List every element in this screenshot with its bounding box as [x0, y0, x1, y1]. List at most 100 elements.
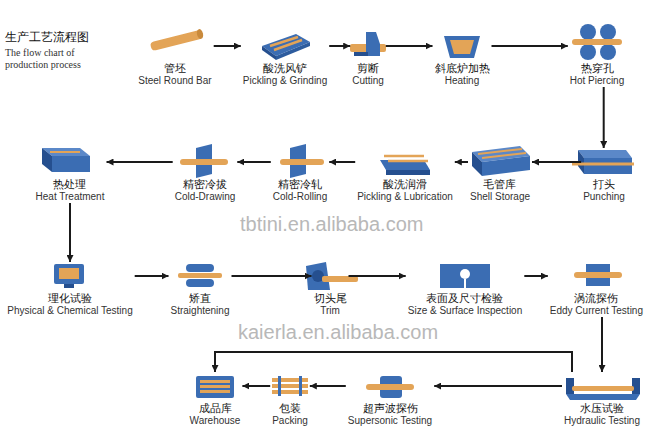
step-name-zh: 热处理 [36, 178, 105, 191]
process-step: 打头Punching [581, 148, 627, 203]
process-step: 超声波探伤Supersonic Testing [346, 372, 434, 427]
process-step: 表面及尺寸检验Size & Surface Inspection [406, 262, 525, 317]
step-name-en: Cutting [352, 75, 384, 87]
watermark: kaierla.en.alibaba.com [238, 320, 438, 344]
step-name-zh: 矫直 [171, 292, 230, 305]
step-name-zh: 水压试验 [564, 402, 640, 415]
process-step: 酸洗风铲Pickling & Grinding [241, 32, 329, 87]
flow-arrow [242, 385, 270, 387]
shell-storage-icon [472, 146, 530, 176]
process-step: 剪断Cutting [350, 32, 386, 87]
process-step: 理化试验Physical & Chemical Testing [5, 262, 134, 317]
step-name-zh: 酸洗风铲 [243, 62, 327, 75]
title-block: 生产工艺流程图 The flow chart of production proc… [5, 30, 117, 71]
title-text: 生产工艺流程图 [5, 30, 117, 45]
flow-arrow [232, 275, 312, 277]
flow-arrow [455, 161, 468, 163]
flow-arrow [492, 45, 568, 47]
process-step: 精密冷轧Cold-Rolling [271, 148, 329, 203]
warehouse-icon [196, 376, 234, 398]
steel-bar-icon [150, 28, 204, 51]
flow-arrow [107, 161, 173, 163]
process-step: 精密冷拔Cold-Drawing [173, 148, 238, 203]
flow-arrow [329, 161, 355, 163]
process-step: 切头尾Trim [312, 262, 349, 317]
step-name-zh: 剪断 [352, 62, 384, 75]
flow-arrow [214, 45, 241, 47]
punching-icon [572, 150, 634, 174]
straightening-icon [178, 264, 222, 287]
flow-arrow [135, 275, 169, 277]
flow-arrow [215, 352, 572, 372]
step-name-zh: 成品库 [190, 402, 241, 415]
step-name-zh: 管坯 [138, 62, 211, 75]
process-step: 包装Packing [270, 372, 310, 427]
heating-furnace-icon [444, 36, 480, 58]
flow-arrow [237, 161, 270, 163]
step-name-en: Steel Round Bar [138, 75, 211, 87]
packing-icon [272, 376, 308, 396]
step-name-zh: 斜底炉加热 [435, 62, 490, 75]
flow-arrow [69, 203, 71, 262]
step-name-zh: 包装 [272, 402, 308, 415]
process-step: 矫直Straightening [169, 262, 232, 317]
step-name-en: Pickling & Lubrication [357, 191, 453, 203]
cutting-icon [350, 32, 386, 56]
flow-arrow [386, 45, 433, 47]
step-name-en: Physical & Chemical Testing [7, 305, 132, 317]
step-name-en: Warehouse [190, 415, 241, 427]
pickling-lubrication-icon [380, 156, 430, 175]
flow-arrow [532, 161, 581, 163]
supersonic-icon [366, 376, 414, 398]
testing-monitor-icon [54, 264, 84, 288]
watermark: tbtini.en.alibaba.com [240, 212, 423, 236]
process-step: 成品库Warehouse [188, 372, 243, 427]
process-step: 热处理Heat Treatment [34, 148, 107, 203]
process-step: 涡流探伤Eddy Current Testing [548, 262, 645, 317]
hydraulic-bed-icon [566, 378, 640, 400]
step-name-en: Hydraulic Testing [564, 415, 640, 427]
process-step: 斜底炉加热Heating [433, 32, 492, 87]
step-name-en: Supersonic Testing [348, 415, 432, 427]
step-name-zh: 精密冷拔 [175, 178, 236, 191]
subtitle-text: The flow chart of production process [5, 47, 117, 71]
step-name-en: Punching [583, 191, 625, 203]
step-name-zh: 表面及尺寸检验 [408, 292, 523, 305]
flow-arrow [601, 317, 603, 372]
step-name-zh: 超声波探伤 [348, 402, 432, 415]
step-name-zh: 理化试验 [7, 292, 132, 305]
process-step: 酸洗润滑Pickling & Lubrication [355, 148, 455, 203]
step-name-zh: 涡流探伤 [550, 292, 643, 305]
process-step: 毛管库Shell Storage [468, 148, 532, 203]
process-step: 管坯Steel Round Bar [136, 32, 213, 87]
flow-arrow [310, 385, 346, 387]
flow-arrow [524, 275, 548, 277]
step-name-zh: 精密冷轧 [273, 178, 327, 191]
cold-rolling-icon [280, 144, 324, 178]
step-name-en: Size & Surface Inspection [408, 305, 523, 317]
eddy-current-icon [574, 264, 622, 286]
step-name-en: Cold-Drawing [175, 191, 236, 203]
step-name-en: Straightening [171, 305, 230, 317]
process-step: 热穿孔Hot Piercing [568, 32, 626, 87]
step-name-en: Packing [272, 415, 308, 427]
step-name-en: Pickling & Grinding [243, 75, 327, 87]
step-name-zh: 毛管库 [470, 178, 530, 191]
cold-drawing-icon [180, 144, 228, 178]
step-name-en: Hot Piercing [570, 75, 624, 87]
process-step: 水压试验Hydraulic Testing [562, 372, 642, 427]
flow-arrow [329, 45, 350, 47]
step-name-zh: 打头 [583, 178, 625, 191]
flow-arrow [434, 385, 562, 387]
pickling-grinding-icon [262, 34, 310, 60]
flow-arrow [603, 87, 605, 148]
step-name-zh: 热穿孔 [570, 62, 624, 75]
hot-piercing-icon [572, 24, 622, 60]
heat-treatment-icon [42, 148, 90, 172]
step-name-zh: 切头尾 [314, 292, 347, 305]
inspection-icon [440, 264, 490, 288]
step-name-en: Heating [435, 75, 490, 87]
step-name-en: Heat Treatment [36, 191, 105, 203]
step-name-en: Shell Storage [470, 191, 530, 203]
step-name-en: Eddy Current Testing [550, 305, 643, 317]
